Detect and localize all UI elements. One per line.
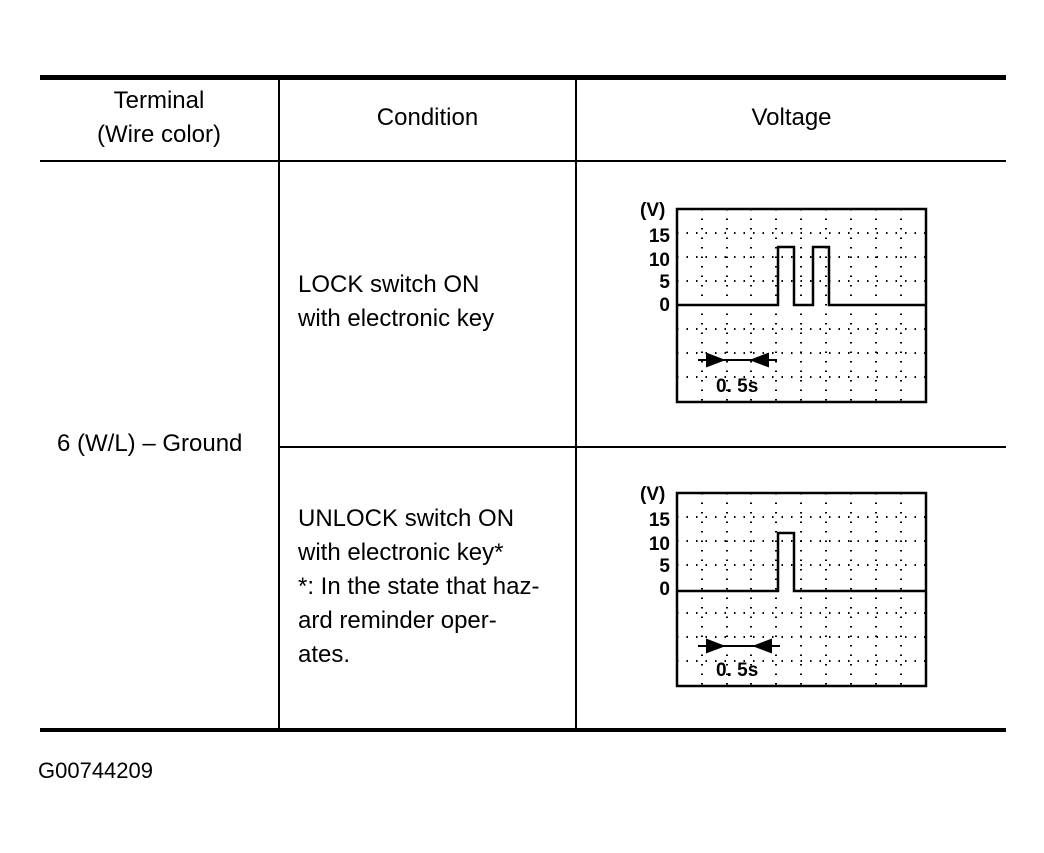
condition-row-2-line-5: ates. [298, 641, 351, 668]
waveform-unlock-tick-15: 15 [649, 510, 671, 531]
waveform-lock-time-label: 0. 5s [716, 376, 758, 397]
condition-row-2-line-2: with electronic key* [298, 539, 504, 566]
waveform-unlock-grid [677, 493, 926, 686]
row-divider [280, 446, 1006, 448]
column-divider-2 [575, 78, 577, 730]
condition-row-2: UNLOCK switch ON with electronic key* *:… [298, 502, 539, 672]
header-bottom-border [40, 160, 1006, 162]
table-bottom-border [40, 728, 1006, 732]
condition-row-2-line-3: *: In the state that haz- [298, 573, 540, 600]
waveform-lock-tick-10: 10 [649, 250, 670, 271]
waveform-unlock-tick-10: 10 [649, 534, 670, 555]
header-terminal: Terminal (Wire color) [40, 84, 278, 152]
header-terminal-line-2: (Wire color) [97, 121, 221, 148]
waveform-unlock-time-arrow [698, 638, 780, 654]
condition-row-1: LOCK switch ON with electronic key [298, 268, 494, 336]
waveform-lock-unit: (V) [640, 200, 665, 221]
waveform-lock-time-arrow [698, 352, 777, 368]
condition-row-2-line-1: UNLOCK switch ON [298, 505, 515, 532]
terminal-value: 6 (W/L) – Ground [57, 430, 243, 457]
waveform-lock-tick-15: 15 [649, 226, 671, 247]
condition-row-1-line-1: LOCK switch ON [298, 271, 480, 298]
table-top-border [40, 75, 1006, 80]
waveform-unlock: (V) 15 10 5 0 0. 5s [640, 484, 928, 688]
waveform-unlock-tick-5: 5 [659, 556, 670, 577]
waveform-lock-signal [677, 245, 926, 307]
waveform-unlock-time-label: 0. 5s [716, 660, 758, 681]
column-divider-1 [278, 78, 280, 730]
waveform-unlock-unit: (V) [640, 484, 665, 505]
waveform-lock: (V) 15 10 5 0 0. 5s [640, 200, 928, 404]
condition-row-1-line-2: with electronic key [298, 305, 495, 332]
condition-row-2-line-4: ard reminder oper- [298, 607, 497, 634]
header-condition: Condition [376, 104, 479, 131]
waveform-lock-tick-0: 0 [659, 295, 670, 316]
header-terminal-line-1: Terminal [113, 87, 205, 114]
figure-id: G00744209 [38, 758, 153, 783]
waveform-unlock-tick-0: 0 [659, 579, 670, 600]
waveform-unlock-signal [677, 531, 926, 593]
header-voltage: Voltage [751, 104, 832, 131]
waveform-lock-tick-5: 5 [659, 272, 670, 293]
